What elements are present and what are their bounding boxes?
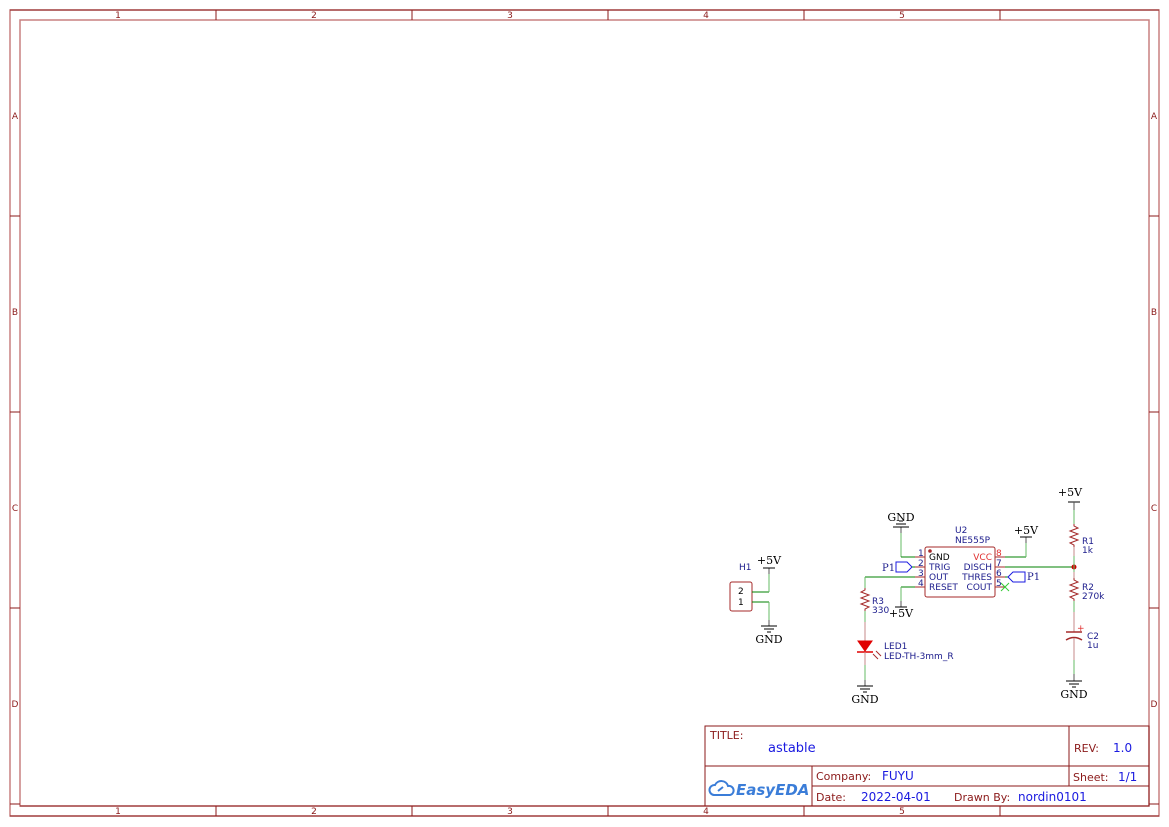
u2-value: NE555P xyxy=(955,536,991,546)
c2-ref: C2 xyxy=(1087,632,1099,642)
sheet-label: Sheet: xyxy=(1073,771,1109,784)
r2-ref: R2 xyxy=(1082,583,1094,593)
row-label: A xyxy=(1151,112,1158,122)
svg-text:+5V: +5V xyxy=(757,554,782,567)
svg-text:VCC: VCC xyxy=(973,553,992,563)
row-label: B xyxy=(12,308,18,318)
svg-text:6: 6 xyxy=(996,569,1002,579)
r2-value: 270k xyxy=(1082,592,1105,602)
r1-ref: R1 xyxy=(1082,537,1094,547)
led1-ref: LED1 xyxy=(884,642,907,652)
svg-text:TRIG: TRIG xyxy=(928,563,950,573)
h1-pin-1: 1 xyxy=(738,598,744,608)
svg-text:RESET: RESET xyxy=(929,583,958,593)
svg-text:5: 5 xyxy=(996,579,1002,589)
sheet-value: 1/1 xyxy=(1118,770,1137,784)
svg-text:GND: GND xyxy=(929,553,950,563)
row-label: A xyxy=(12,112,19,122)
column-label: 3 xyxy=(507,11,513,21)
svg-text:P1: P1 xyxy=(882,563,895,574)
svg-text:7: 7 xyxy=(996,559,1002,569)
column-label: 3 xyxy=(507,807,513,817)
svg-text:1: 1 xyxy=(918,549,924,559)
led1[interactable]: LED1 LED-TH-3mm_R xyxy=(857,640,954,662)
svg-text:GND: GND xyxy=(1060,688,1087,701)
rev-value: 1.0 xyxy=(1113,741,1132,755)
vcc-symbol: +5V xyxy=(1005,524,1039,558)
row-label: C xyxy=(1151,504,1157,514)
title-label: TITLE: xyxy=(709,729,743,742)
r3-value: 330 xyxy=(872,606,889,616)
column-label: 1 xyxy=(115,807,121,817)
svg-text:DISCH: DISCH xyxy=(964,563,992,573)
svg-text:GND: GND xyxy=(755,633,782,646)
column-label: 1 xyxy=(115,11,121,21)
ground-symbol: GND xyxy=(887,511,915,558)
r1-resistor[interactable]: R1 1k xyxy=(1068,524,1094,556)
column-label: 5 xyxy=(899,807,905,817)
c2-polarity: + xyxy=(1077,624,1085,634)
svg-text:GND: GND xyxy=(851,693,878,706)
h1-connector[interactable]: H1 2 1 xyxy=(729,563,770,626)
drawn-by-label: Drawn By: xyxy=(954,791,1010,804)
vcc-symbol: +5V xyxy=(1058,486,1083,524)
c2-capacitor[interactable]: + C2 1u xyxy=(1065,624,1099,651)
row-label: B xyxy=(1151,308,1157,318)
led1-value: LED-TH-3mm_R xyxy=(884,652,954,662)
no-connect-icon xyxy=(1000,582,1010,592)
title-block: TITLE: astable REV: 1.0 Company: FUYU Sh… xyxy=(704,725,1150,807)
schematic-circuit: H1 2 1 +5V GND U2 NE555P xyxy=(729,486,1105,706)
svg-text:+5V: +5V xyxy=(889,607,914,620)
ground-symbol: GND xyxy=(755,625,783,646)
column-label: 2 xyxy=(311,807,317,817)
svg-text:8: 8 xyxy=(996,549,1002,559)
row-label: D xyxy=(1151,700,1158,710)
company-value: FUYU xyxy=(882,769,914,783)
u2-ref: U2 xyxy=(955,526,967,536)
rev-label: REV: xyxy=(1074,742,1099,755)
svg-text:+5V: +5V xyxy=(1058,486,1083,499)
svg-text:COUT: COUT xyxy=(967,583,993,593)
easyeda-logo: EasyEDA xyxy=(736,781,809,799)
net-flag-p1-thres[interactable]: P1 xyxy=(1005,571,1040,583)
column-label: 4 xyxy=(703,11,709,21)
row-label: C xyxy=(12,504,18,514)
company-label: Company: xyxy=(816,770,871,783)
svg-text:4: 4 xyxy=(918,579,924,589)
column-label: 2 xyxy=(311,11,317,21)
column-label: 4 xyxy=(703,807,709,817)
svg-text:+5V: +5V xyxy=(1014,524,1039,537)
date-value: 2022-04-01 xyxy=(861,790,931,804)
cloud-link-icon xyxy=(708,780,735,796)
h1-pin-2: 2 xyxy=(738,587,744,597)
u2-ne555p[interactable]: U2 NE555P 1 2 3 4 GND TRIG OUT RESET 8 7… xyxy=(905,526,1010,598)
net-flag-p1-trig[interactable]: P1 xyxy=(882,561,915,574)
date-label: Date: xyxy=(816,791,846,804)
frame-column-labels-top: 1 2 3 4 5 xyxy=(115,11,905,21)
r3-resistor[interactable]: R3 330 xyxy=(859,588,889,616)
svg-text:3: 3 xyxy=(918,569,924,579)
vcc-symbol: +5V xyxy=(757,554,782,569)
ground-symbol: GND xyxy=(851,685,879,706)
sheet-frame xyxy=(9,9,1160,817)
svg-text:2: 2 xyxy=(918,559,924,569)
svg-text:P1: P1 xyxy=(1027,572,1040,583)
ground-symbol: GND xyxy=(1060,680,1088,701)
frame-row-labels-right: A B C D xyxy=(1151,112,1158,710)
column-label: 5 xyxy=(899,11,905,21)
svg-text:THRES: THRES xyxy=(961,573,992,583)
r2-resistor[interactable]: R2 270k xyxy=(1068,572,1105,602)
svg-text:OUT: OUT xyxy=(929,573,949,583)
c2-value: 1u xyxy=(1087,641,1098,651)
title-value: astable xyxy=(768,741,816,756)
row-label: D xyxy=(12,700,19,710)
frame-row-labels-left: A B C D xyxy=(12,112,19,710)
vcc-symbol: +5V xyxy=(889,586,915,620)
h1-ref: H1 xyxy=(739,563,752,573)
drawn-by-value: nordin0101 xyxy=(1018,790,1087,804)
frame-column-labels-bottom: 1 2 3 4 5 xyxy=(115,807,905,817)
r3-ref: R3 xyxy=(872,597,884,607)
r1-value: 1k xyxy=(1082,546,1094,556)
svg-text:GND: GND xyxy=(887,511,914,524)
